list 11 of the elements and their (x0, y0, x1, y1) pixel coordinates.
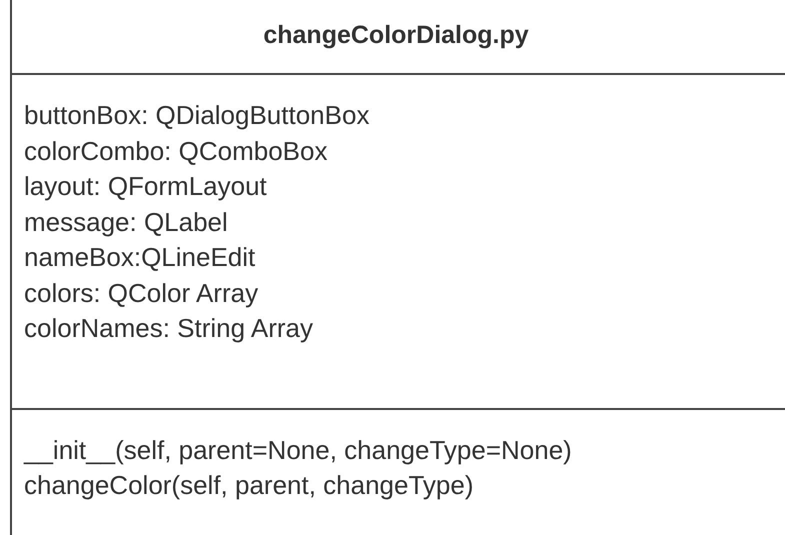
method-text: changeColor(self, parent, changeType) (24, 470, 474, 500)
class-name: changeColorDialog.py (262, 20, 530, 50)
method-text: __init__(self, parent=None, changeType=None) (24, 435, 572, 465)
attribute-text: colorNames: String Array (24, 313, 313, 343)
attribute-text: colors: QColor Array (24, 278, 258, 308)
attribute-text: buttonBox: QDialogButtonBox (24, 100, 370, 130)
attribute-text: nameBox:QLineEdit (24, 242, 256, 272)
attribute-text: message: QLabel (24, 206, 228, 236)
attribute-text: colorCombo: QComboBox (24, 136, 328, 166)
class-box (10, 0, 785, 535)
attribute-text: layout: QFormLayout (24, 171, 267, 201)
